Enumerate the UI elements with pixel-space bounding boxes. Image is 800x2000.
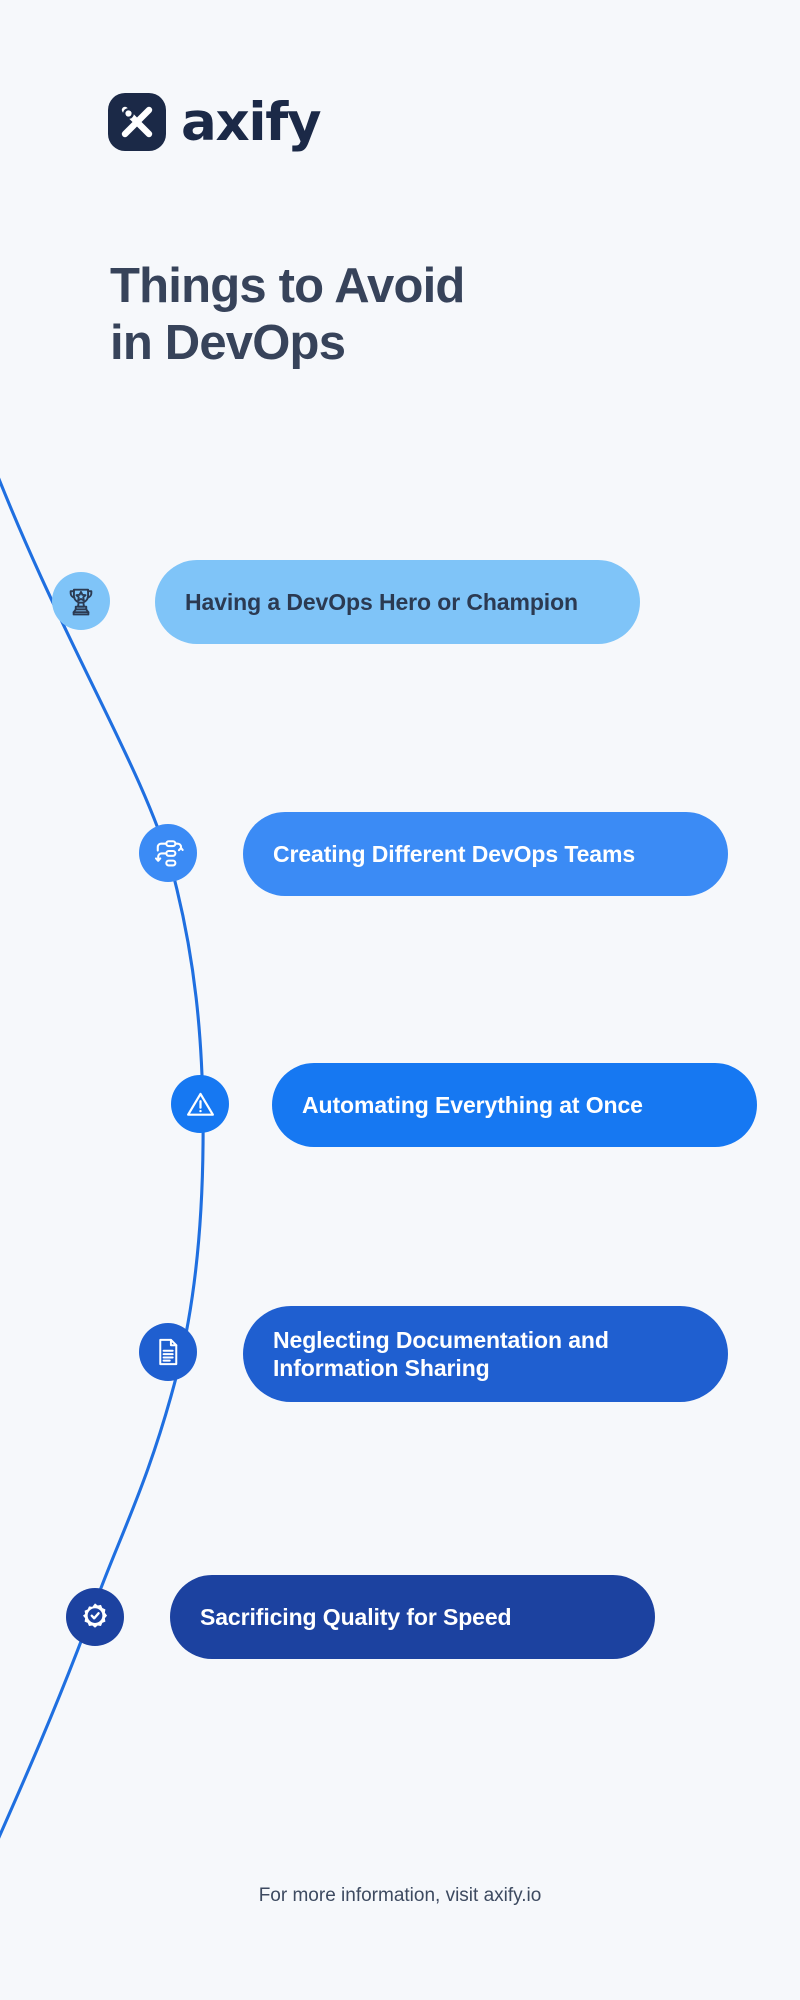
brand-name: axify bbox=[181, 91, 322, 153]
document-icon bbox=[159, 1338, 178, 1366]
item-pill-2[interactable]: Creating Different DevOps Teams bbox=[243, 812, 728, 896]
item-label: Sacrificing Quality for Speed bbox=[200, 1603, 512, 1630]
verified-badge-check-icon bbox=[82, 1603, 108, 1628]
trophy-star-icon bbox=[69, 588, 93, 616]
timeline-node-icon-5[interactable] bbox=[66, 1588, 124, 1646]
axify-x-logo-icon bbox=[108, 93, 166, 151]
item-pill-4[interactable]: Neglecting Documentation and Information… bbox=[243, 1306, 728, 1402]
page-title: Things to Avoid in DevOps bbox=[110, 259, 465, 371]
warning-triangle-icon bbox=[186, 1092, 214, 1116]
timeline-node-icon-3[interactable] bbox=[171, 1075, 229, 1133]
footer-note: For more information, visit axify.io bbox=[258, 1885, 542, 1906]
item-pill-3[interactable]: Automating Everything at Once bbox=[272, 1063, 757, 1147]
team-workflow-icon bbox=[154, 839, 184, 866]
timeline-node-icon-2[interactable] bbox=[139, 824, 197, 882]
timeline-node-icon-1[interactable] bbox=[52, 572, 110, 630]
item-label: Automating Everything at Once bbox=[302, 1091, 643, 1118]
item-label: Having a DevOps Hero or Champion bbox=[185, 588, 578, 615]
item-label: Neglecting Documentation and Information… bbox=[273, 1326, 609, 1381]
timeline-node-icon-4[interactable] bbox=[139, 1323, 197, 1381]
item-pill-1[interactable]: Having a DevOps Hero or Champion bbox=[155, 560, 640, 644]
brand-logo: axify bbox=[108, 91, 322, 153]
item-label: Creating Different DevOps Teams bbox=[273, 840, 636, 867]
item-pill-5[interactable]: Sacrificing Quality for Speed bbox=[170, 1575, 655, 1659]
